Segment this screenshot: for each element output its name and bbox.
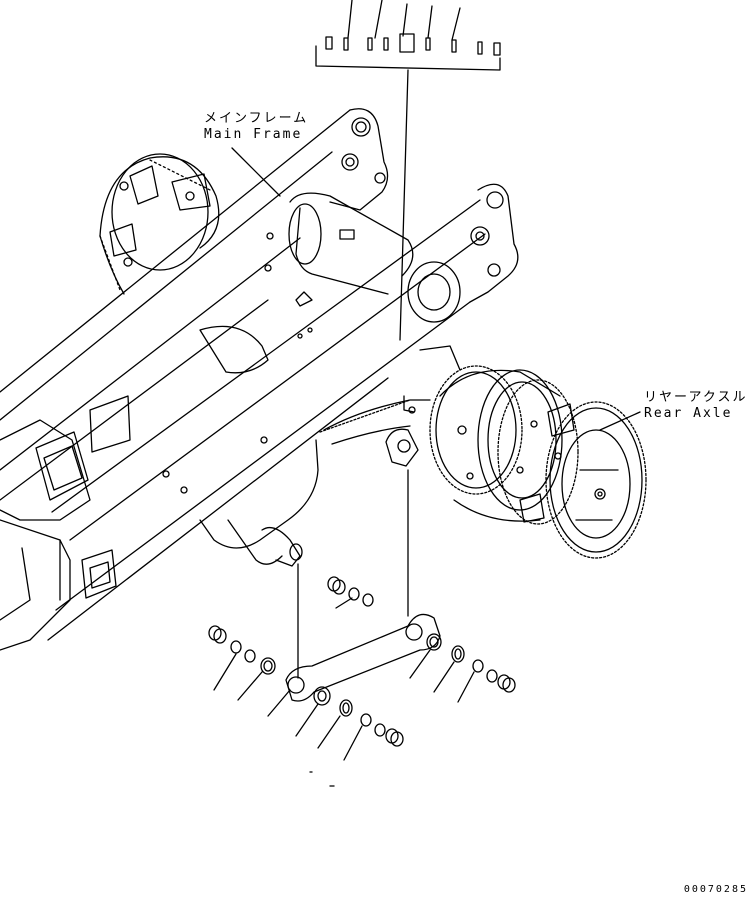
rear-axle <box>320 346 646 558</box>
rear-axle-label-en: Rear Axle <box>644 406 733 421</box>
rear-link <box>209 470 515 786</box>
main-frame-label-jp: メインフレーム <box>204 111 309 126</box>
rear-axle-label-jp: リヤーアクスル <box>644 390 748 405</box>
rear-axle-label: リヤーアクスル Rear Axle <box>644 390 747 422</box>
main-frame-leader <box>232 148 280 196</box>
main-frame <box>0 109 518 650</box>
main-frame-label: メインフレーム Main Frame <box>204 111 308 143</box>
rear-axle-leader <box>600 412 640 430</box>
front-axle <box>100 154 219 294</box>
document-number: 00070285 <box>683 884 748 895</box>
main-frame-label-en: Main Frame <box>204 127 303 142</box>
